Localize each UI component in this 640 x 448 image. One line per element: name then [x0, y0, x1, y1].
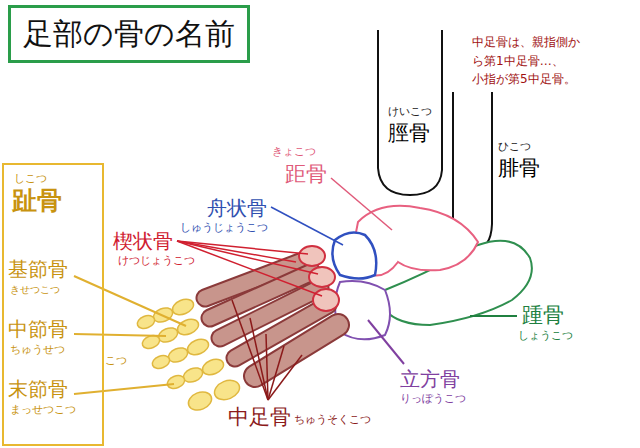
leader-line: [177, 241, 318, 274]
reading-label: ひこつ: [498, 141, 531, 154]
leader-line: [266, 334, 268, 400]
bone-label: 楔状骨: [113, 230, 173, 253]
group-box: しこつ趾骨基節骨きせつこつ中節骨ちゅうせつ末節骨まっせつこつ: [2, 163, 104, 446]
bone-label: 立方骨: [400, 368, 460, 391]
reading-label: しゅうじょうこつ: [180, 222, 268, 235]
phalanx-bones: [135, 296, 242, 413]
reading-label: きょこつ: [272, 146, 316, 159]
reading-label: ちゅうせつ: [10, 344, 65, 357]
leader-line: [74, 276, 186, 326]
leader-line: [74, 384, 174, 394]
leader-line: [177, 241, 322, 296]
bone-label: 中足骨: [228, 405, 291, 429]
title-text: 足部の骨の名前: [23, 16, 235, 52]
leader-line: [271, 207, 343, 245]
leader-line: [368, 320, 404, 364]
bone-label: 脛骨: [388, 121, 430, 145]
leader-line: [232, 300, 268, 400]
leader-line: [331, 178, 392, 230]
bone-label: 末節骨: [8, 378, 68, 401]
phalanx-bone: [135, 313, 156, 331]
reading-label: まっせつこつ: [10, 404, 76, 417]
phalanx-bone: [175, 316, 201, 337]
phalanx-bone: [165, 373, 186, 391]
reading-label: ちゅうそくこつ: [294, 414, 371, 427]
reading-label: しょうこつ: [518, 330, 573, 343]
leader-line: [268, 355, 302, 400]
cuneiform-bone: [313, 289, 339, 311]
reading-label: りっぽうこつ: [400, 393, 466, 406]
metatarsal-bones: [205, 262, 338, 376]
leader-line: [74, 334, 166, 336]
phalanx-bone: [150, 353, 171, 371]
leader-line: [268, 346, 284, 400]
leader-line: [470, 315, 517, 317]
reading-label: しこつ: [14, 173, 47, 186]
bone-label: 距骨: [285, 162, 327, 186]
phalanx-bone: [170, 296, 196, 317]
bone-label: 中節骨: [8, 318, 68, 341]
tibia-bone: [378, 30, 442, 195]
bone-label: 踵骨: [522, 303, 564, 327]
title-box: 足部の骨の名前: [8, 5, 250, 63]
cuneiform-bones: [299, 246, 339, 311]
reading-label: きせつこつ: [10, 284, 60, 296]
phalanx-bone: [212, 377, 243, 403]
bone-label: 腓骨: [498, 156, 540, 180]
phalanx-bone: [200, 356, 226, 377]
reading-label: けつじょうこつ: [118, 255, 195, 268]
reading-label: こつ: [105, 355, 127, 368]
phalanx-bone: [185, 336, 211, 357]
note-text: 中足骨は、親指側か ら第1中足骨…、 小指が第5中足骨。: [472, 33, 585, 89]
bone-label: 舟状骨: [207, 197, 267, 220]
leader-line: [250, 318, 268, 400]
phalanx-bone: [186, 389, 215, 414]
leader-lines: [74, 178, 517, 400]
group-label: 趾骨: [12, 187, 62, 216]
cuneiform-bone: [309, 267, 335, 287]
bone-label: 基節骨: [8, 258, 68, 281]
navicular-bone: [332, 232, 376, 278]
reading-label: けいこつ: [388, 106, 432, 119]
cuneiform-bone: [299, 246, 325, 266]
